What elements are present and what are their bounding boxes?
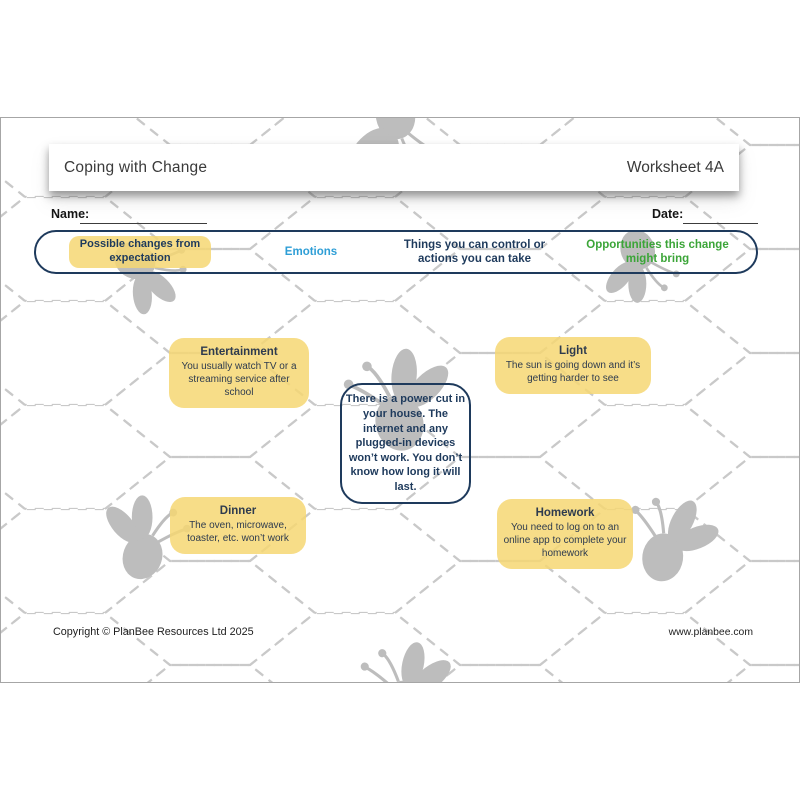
date-label: Date: [652,207,684,221]
card-title: Dinner [219,505,257,517]
card-title: Homework [535,507,595,519]
scenario-text: There is a power cut in your house. The … [345,393,466,494]
legend-item-emotions: Emotions [284,245,338,258]
date-line[interactable] [683,223,758,224]
card-body: You usually watch TV or a streaming serv… [181,361,297,398]
legend-item-opportunities: Opportunities this change might bring [586,238,729,265]
card-title: Entertainment [200,346,278,358]
card-homework: Homework You need to log on to an online… [497,499,633,569]
card-body: The sun is going down and it’s getting h… [505,360,641,384]
worksheet-label: Worksheet 4A [626,158,724,176]
worksheet-page: Coping with Change Worksheet 4A Name: Da… [0,117,800,683]
card-entertainment: Entertainment You usually watch TV or a … [169,338,309,408]
name-line[interactable] [80,223,207,224]
header-bar: Coping with Change Worksheet 4A [49,144,739,191]
scenario-box: There is a power cut in your house. The … [340,383,471,504]
name-label: Name: [51,207,90,221]
footer-copyright: Copyright © PlanBee Resources Ltd 2025 [53,626,254,638]
card-title: Light [558,345,588,357]
page-title: Coping with Change [64,158,208,176]
card-light: Light The sun is going down and it’s get… [495,337,651,394]
legend-pill: Possible changes from expectation Emotio… [34,230,758,274]
card-body: The oven, microwave, toaster, etc. won’t… [187,520,289,544]
legend-item-control: Things you can control or actions you ca… [403,238,546,265]
honeycomb-background [1,118,799,682]
legend-item-possible-changes: Possible changes from expectation [69,236,211,268]
footer-website: www.planbee.com [668,627,753,638]
card-dinner: Dinner The oven, microwave, toaster, etc… [170,497,306,554]
card-body: You need to log on to an online app to c… [503,522,627,559]
